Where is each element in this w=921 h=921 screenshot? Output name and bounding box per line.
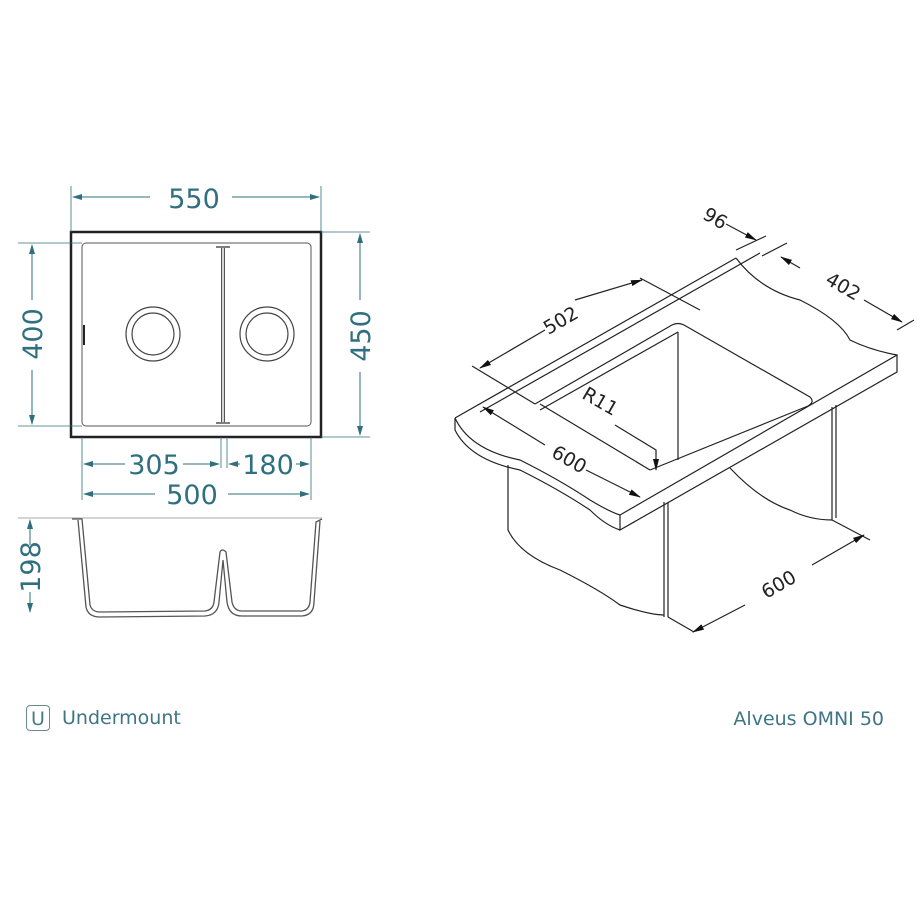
- dim-rim-width: 96: [699, 203, 731, 234]
- dim-cabinet-side: 402: [822, 268, 864, 305]
- mount-type-label: Undermount: [62, 707, 181, 729]
- dim-inner-width: 500: [166, 480, 218, 511]
- dim-overall-height: 450: [346, 310, 377, 362]
- side-view: 198: [16, 517, 323, 618]
- isometric-view: [454, 223, 915, 633]
- sink-outer-rim: [69, 230, 323, 439]
- dim-depth: 198: [16, 541, 47, 593]
- right-drain-icon: [239, 306, 295, 362]
- dim-corner-radius: R11: [578, 383, 621, 421]
- undermount-icon: U: [26, 705, 50, 731]
- sink-inner-outline: [81, 242, 312, 427]
- dim-cabinet-width: 600: [758, 566, 800, 603]
- top-view: 550 400 450 305 180 500: [18, 184, 377, 511]
- mount-type-legend: U Undermount: [26, 705, 181, 731]
- left-drain-icon: [125, 306, 181, 362]
- dim-counter-depth: 600: [548, 441, 590, 478]
- dim-left-bowl: 305: [128, 450, 180, 481]
- dim-cutout-length: 502: [540, 302, 582, 339]
- dim-right-bowl: 180: [242, 450, 294, 481]
- dim-inner-height: 400: [18, 308, 49, 360]
- model-name: Alveus OMNI 50: [733, 708, 884, 730]
- dim-overall-width: 550: [168, 184, 220, 215]
